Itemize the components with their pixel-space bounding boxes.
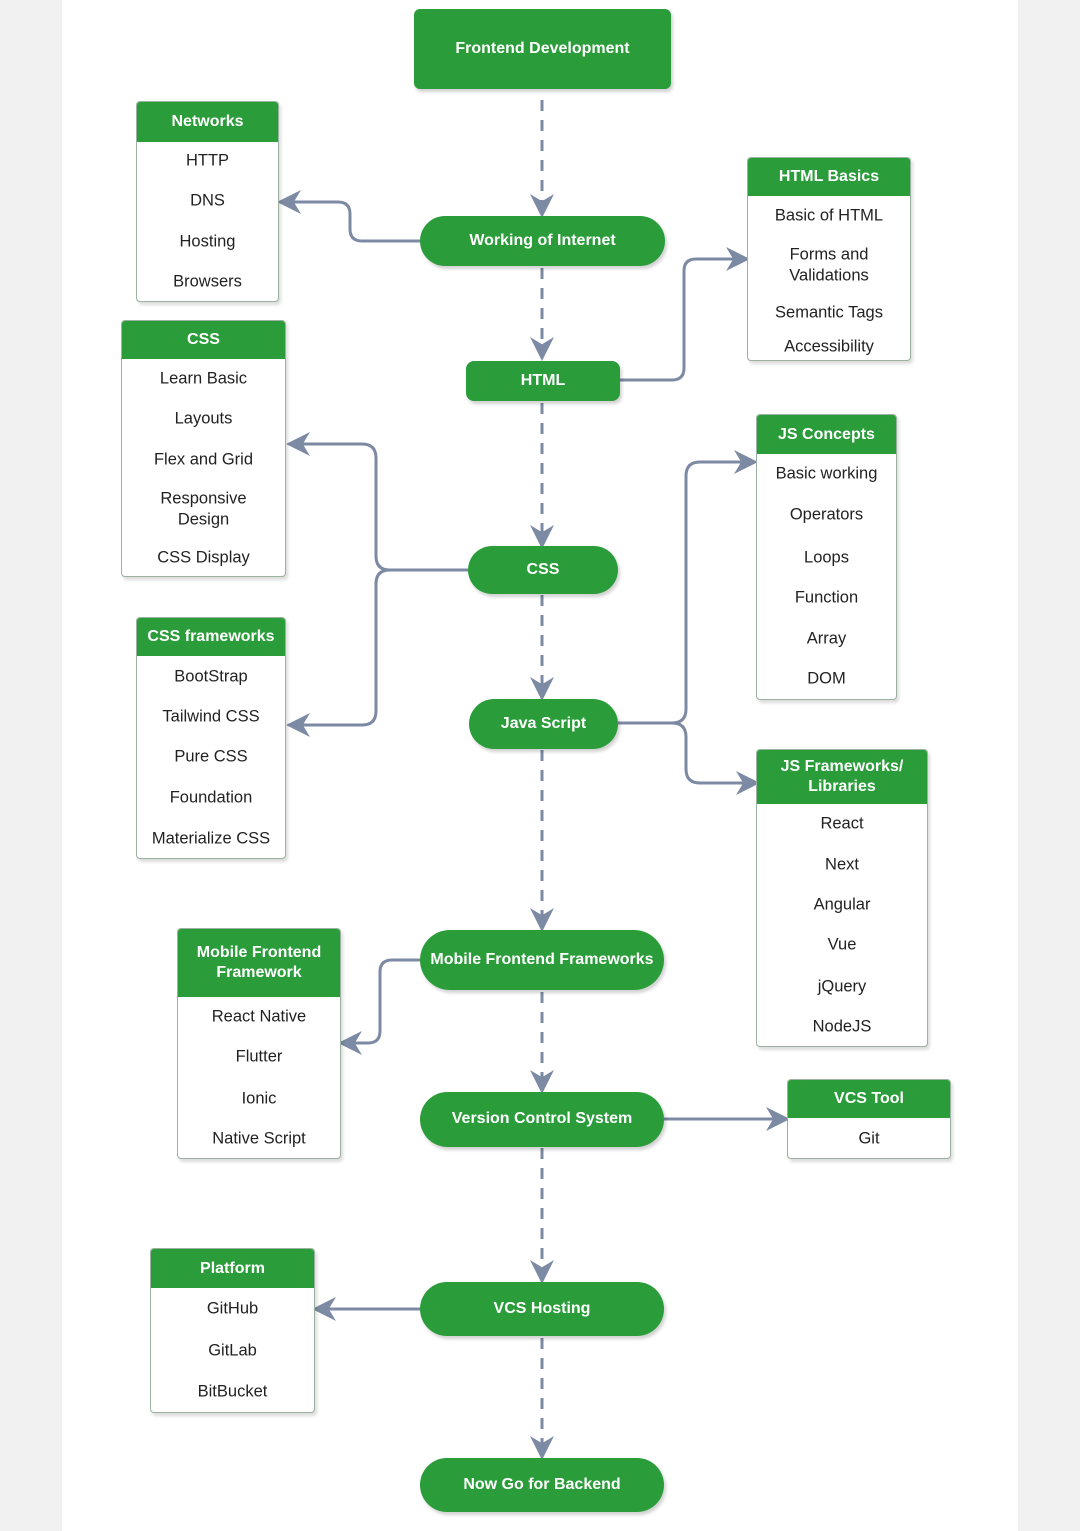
node-version-control-system[interactable]: Version Control System bbox=[420, 1092, 664, 1147]
card-js-frameworks-item: Vue bbox=[827, 935, 857, 954]
card-mobile-framework-item: React Native bbox=[211, 1007, 307, 1026]
edge-js-frameworks bbox=[618, 721, 760, 795]
card-vcs-tool-title: VCS Tool bbox=[788, 1080, 950, 1118]
node-vcs-hosting[interactable]: VCS Hosting bbox=[420, 1282, 664, 1336]
card-networks-item: DNS bbox=[190, 191, 225, 210]
edge-js-concepts bbox=[618, 450, 758, 725]
card-networks-item: Browsers bbox=[173, 272, 242, 291]
card-networks[interactable]: Networks HTTP DNS Hosting Browsers bbox=[136, 101, 279, 302]
card-mobile-framework-title: Mobile Frontend Framework bbox=[178, 929, 340, 997]
card-vcs-tool-item: Git bbox=[858, 1129, 880, 1148]
card-js-frameworks-item: Next bbox=[825, 855, 859, 874]
card-css-frameworks-item: Foundation bbox=[169, 788, 253, 807]
card-js-frameworks[interactable]: JS Frameworks/ Libraries React Next Angu… bbox=[756, 749, 928, 1047]
card-mobile-framework-item: Native Script bbox=[212, 1129, 306, 1148]
card-platform-item: BitBucket bbox=[197, 1382, 268, 1401]
card-css-frameworks-title: CSS frameworks bbox=[137, 618, 285, 656]
node-css[interactable]: CSS bbox=[468, 546, 618, 594]
edge-css-topics bbox=[286, 432, 468, 572]
card-platform-item: GitHub bbox=[206, 1299, 259, 1318]
card-networks-item: Hosting bbox=[179, 232, 236, 251]
card-vcs-tool[interactable]: VCS Tool Git bbox=[787, 1079, 951, 1159]
card-js-frameworks-item: React bbox=[820, 814, 864, 833]
card-js-frameworks-title: JS Frameworks/ Libraries bbox=[757, 750, 927, 804]
card-css-frameworks[interactable]: CSS frameworks BootStrap Tailwind CSS Pu… bbox=[136, 617, 286, 859]
card-css-frameworks-item: Pure CSS bbox=[174, 747, 248, 766]
card-mobile-framework[interactable]: Mobile Frontend Framework React Native F… bbox=[177, 928, 341, 1159]
card-js-concepts-item: Loops bbox=[804, 548, 849, 567]
card-css-topics[interactable]: CSS Learn Basic Layouts Flex and Grid Re… bbox=[121, 320, 286, 577]
card-js-concepts-item: Operators bbox=[789, 505, 864, 524]
card-js-concepts-item: Function bbox=[794, 588, 859, 607]
card-platform-title: Platform bbox=[151, 1249, 314, 1288]
card-html-basics[interactable]: HTML Basics Basic of HTML Forms and Vali… bbox=[747, 157, 911, 361]
node-html[interactable]: HTML bbox=[466, 361, 620, 401]
card-css-topics-title: CSS bbox=[122, 321, 285, 359]
card-networks-item: HTTP bbox=[185, 151, 230, 170]
card-css-frameworks-item: Tailwind CSS bbox=[162, 707, 260, 726]
node-frontend-development[interactable]: Frontend Development bbox=[414, 9, 671, 89]
card-html-basics-item: Forms and Validations bbox=[789, 245, 869, 285]
edge-internet-networks bbox=[277, 190, 420, 243]
card-js-frameworks-item: NodeJS bbox=[812, 1017, 872, 1036]
card-css-frameworks-item: Materialize CSS bbox=[151, 829, 271, 848]
card-networks-title: Networks bbox=[137, 102, 278, 142]
card-html-basics-item: Accessibility bbox=[784, 337, 874, 356]
card-html-basics-title: HTML Basics bbox=[748, 158, 910, 196]
edge-css-frameworks bbox=[286, 568, 468, 737]
card-platform-item: GitLab bbox=[208, 1341, 257, 1360]
card-html-basics-item: Basic of HTML bbox=[774, 206, 884, 225]
card-mobile-framework-item: Ionic bbox=[241, 1089, 277, 1108]
node-javascript[interactable]: Java Script bbox=[469, 699, 618, 749]
card-html-basics-item: Semantic Tags bbox=[775, 303, 883, 322]
card-platform[interactable]: Platform GitHub GitLab BitBucket bbox=[150, 1248, 315, 1413]
card-css-topics-item: Layouts bbox=[174, 409, 233, 428]
card-js-concepts[interactable]: JS Concepts Basic working Operators Loop… bbox=[756, 414, 897, 700]
card-js-frameworks-item: jQuery bbox=[817, 977, 867, 996]
card-mobile-framework-item: Flutter bbox=[235, 1047, 283, 1066]
card-css-frameworks-item: BootStrap bbox=[174, 667, 248, 686]
node-working-of-internet[interactable]: Working of Internet bbox=[420, 216, 665, 266]
node-now-go-for-backend[interactable]: Now Go for Backend bbox=[420, 1458, 664, 1512]
card-css-topics-item: Responsive Design bbox=[160, 489, 247, 529]
edge-html-basics bbox=[620, 247, 750, 382]
card-js-concepts-item: Array bbox=[806, 629, 847, 648]
card-css-topics-item: Flex and Grid bbox=[153, 450, 254, 469]
card-js-concepts-item: Basic working bbox=[775, 464, 878, 483]
card-css-topics-item: Learn Basic bbox=[159, 369, 248, 388]
card-js-concepts-title: JS Concepts bbox=[757, 415, 896, 454]
card-js-frameworks-item: Angular bbox=[813, 895, 871, 914]
card-js-concepts-item: DOM bbox=[807, 669, 846, 688]
card-css-topics-item: CSS Display bbox=[157, 548, 250, 567]
edge-mobile-framework bbox=[338, 958, 420, 1055]
node-mobile-frontend-frameworks[interactable]: Mobile Frontend Frameworks bbox=[420, 930, 664, 990]
